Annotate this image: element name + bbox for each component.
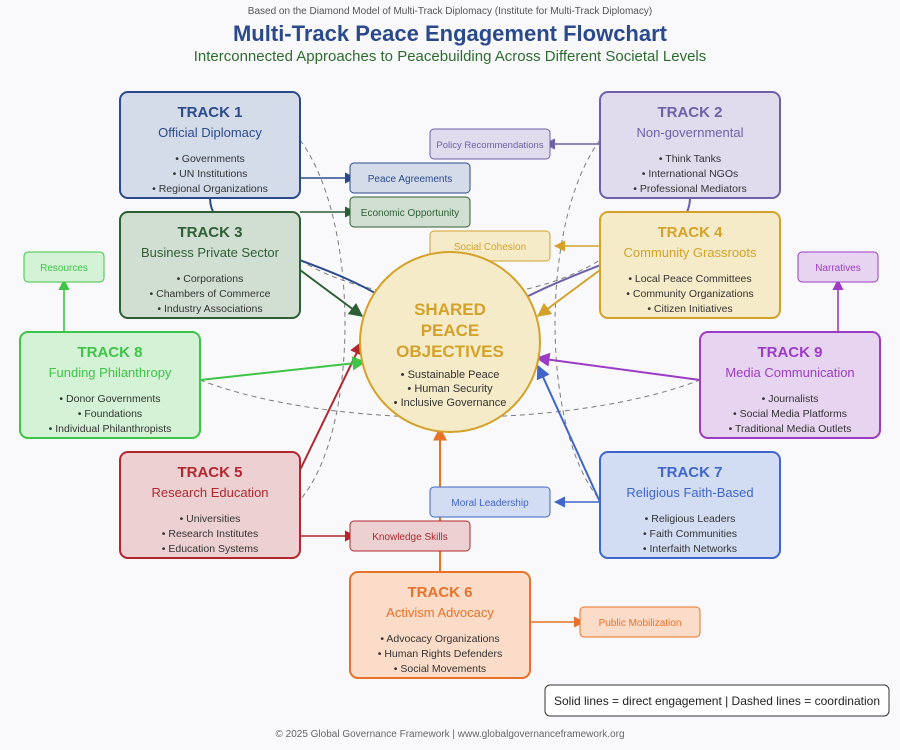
track-2-item: • Think Tanks — [659, 153, 721, 165]
legend: Solid lines = direct engagement | Dashed… — [544, 684, 890, 717]
track-8-item: • Individual Philanthropists — [49, 423, 172, 435]
track-5-item: • Research Institutes — [162, 528, 258, 540]
output-box-resources: Resources — [23, 251, 105, 283]
coordination-line-left-arc — [299, 139, 346, 501]
track-8-item: • Donor Governments — [59, 393, 160, 405]
track-5-title: TRACK 5 — [177, 464, 242, 481]
engagement-line-track-8 — [199, 356, 367, 381]
track-4-box: TRACK 4 Community Grassroots • Local Pea… — [599, 211, 781, 319]
engagement-line-track-4 — [536, 269, 601, 317]
output-arrows — [58, 138, 844, 628]
track-6-box: TRACK 6 Activism Advocacy • Advocacy Org… — [349, 571, 531, 679]
track-7-item: • Religious Leaders — [645, 513, 736, 525]
track-7-title: TRACK 7 — [657, 464, 722, 481]
output-label-moral-leadership: Moral Leadership — [451, 498, 529, 509]
track-2-title: TRACK 2 — [657, 104, 722, 121]
track-5-item: • Universities — [180, 513, 241, 525]
output-label-knowledge-skills: Knowledge Skills — [372, 532, 448, 543]
track-1-item: • UN Institutions — [173, 168, 248, 180]
center-title-line-1: SHARED — [414, 300, 486, 319]
track-3-item: • Chambers of Commerce — [150, 288, 271, 300]
track-7-subtitle: Religious Faith-Based — [626, 485, 753, 500]
track-4-item: • Citizen Initiatives — [647, 303, 732, 315]
track-7-box: TRACK 7 Religious Faith-Based • Religiou… — [599, 451, 781, 559]
engagement-line-track-9 — [535, 352, 701, 381]
track-5-subtitle: Research Education — [151, 485, 268, 500]
engagement-line-track-7 — [536, 364, 601, 503]
track-4-item: • Local Peace Committees — [628, 273, 751, 285]
output-label-social-cohesion: Social Cohesion — [454, 242, 526, 253]
engagement-line-track-5 — [299, 340, 363, 471]
output-box-peace-agreements: Peace Agreements — [349, 162, 471, 194]
track-3-title: TRACK 3 — [177, 224, 242, 241]
track-2-subtitle: Non-governmental — [637, 125, 744, 140]
track-8-box: TRACK 8 Funding Philanthropy • Donor Gov… — [19, 331, 201, 439]
output-label-resources: Resources — [40, 263, 88, 274]
output-label-economic-opportunity: Economic Opportunity — [361, 208, 459, 219]
output-box-public-mobilization: Public Mobilization — [579, 606, 701, 638]
coordination-line-right-arc — [554, 139, 601, 501]
center-title-line-2: PEACE — [421, 321, 480, 340]
track-3-box: TRACK 3 Business Private Sector • Corpor… — [119, 211, 301, 319]
track-2-box: TRACK 2 Non-governmental • Think Tanks •… — [599, 91, 781, 199]
track-9-title: TRACK 9 — [757, 344, 822, 361]
output-box-narratives: Narratives — [797, 251, 879, 283]
output-box-policy-recommendations: Policy Recommendations — [429, 128, 551, 160]
track-7-item: • Interfaith Networks — [643, 543, 737, 555]
track-3-subtitle: Business Private Sector — [141, 245, 280, 260]
track-4-subtitle: Community Grassroots — [624, 245, 757, 260]
track-9-item: • Journalists — [762, 393, 819, 405]
shared-peace-objectives: SHARED PEACE OBJECTIVES • Sustainable Pe… — [359, 251, 541, 433]
center-title-line-3: OBJECTIVES — [396, 342, 504, 361]
track-8-item: • Foundations — [78, 408, 142, 420]
track-9-item: • Traditional Media Outlets — [729, 423, 852, 435]
output-box-moral-leadership: Moral Leadership — [429, 486, 551, 518]
output-label-public-mobilization: Public Mobilization — [599, 618, 682, 629]
track-5-item: • Education Systems — [162, 543, 258, 555]
track-1-item: • Regional Organizations — [152, 183, 268, 195]
engagement-line-track-3 — [299, 269, 364, 317]
legend-text: Solid lines = direct engagement | Dashed… — [554, 694, 880, 708]
track-6-item: • Social Movements — [394, 663, 486, 675]
output-label-peace-agreements: Peace Agreements — [368, 174, 453, 185]
track-7-item: • Faith Communities — [643, 528, 737, 540]
track-3-item: • Corporations — [177, 273, 244, 285]
track-4-title: TRACK 4 — [657, 224, 723, 241]
track-1-title: TRACK 1 — [177, 104, 242, 121]
output-label-policy-recommendations: Policy Recommendations — [436, 140, 543, 151]
track-6-title: TRACK 6 — [407, 584, 472, 601]
track-9-item: • Social Media Platforms — [733, 408, 847, 420]
track-5-box: TRACK 5 Research Education • Universitie… — [119, 451, 301, 559]
footer-text: © 2025 Global Governance Framework | www… — [275, 729, 624, 740]
track-2-item: • International NGOs — [642, 168, 738, 180]
track-6-item: • Advocacy Organizations — [380, 633, 499, 645]
track-6-subtitle: Activism Advocacy — [386, 605, 494, 620]
track-9-box: TRACK 9 Media Communication • Journalist… — [699, 331, 881, 439]
page-subtitle: Interconnected Approaches to Peacebuildi… — [194, 48, 707, 65]
output-label-narratives: Narratives — [815, 263, 861, 274]
output-box-knowledge-skills: Knowledge Skills — [349, 520, 471, 552]
track-6-item: • Human Rights Defenders — [378, 648, 502, 660]
output-box-economic-opportunity: Economic Opportunity — [349, 196, 471, 228]
track-8-title: TRACK 8 — [77, 344, 142, 361]
center-item: • Inclusive Governance — [394, 397, 507, 409]
track-3-item: • Industry Associations — [157, 303, 262, 315]
track-1-subtitle: Official Diplomacy — [158, 125, 262, 140]
page-title: Multi-Track Peace Engagement Flowchart — [233, 21, 668, 46]
source-note: Based on the Diamond Model of Multi-Trac… — [248, 6, 652, 17]
center-item: • Human Security — [407, 383, 493, 395]
track-1-box: TRACK 1 Official Diplomacy • Governments… — [119, 91, 301, 199]
track-9-subtitle: Media Communication — [725, 365, 854, 380]
track-8-subtitle: Funding Philanthropy — [49, 365, 172, 380]
center-item: • Sustainable Peace — [401, 369, 500, 381]
track-1-item: • Governments — [175, 153, 245, 165]
track-2-item: • Professional Mediators — [633, 183, 746, 195]
track-4-item: • Community Organizations — [626, 288, 753, 300]
